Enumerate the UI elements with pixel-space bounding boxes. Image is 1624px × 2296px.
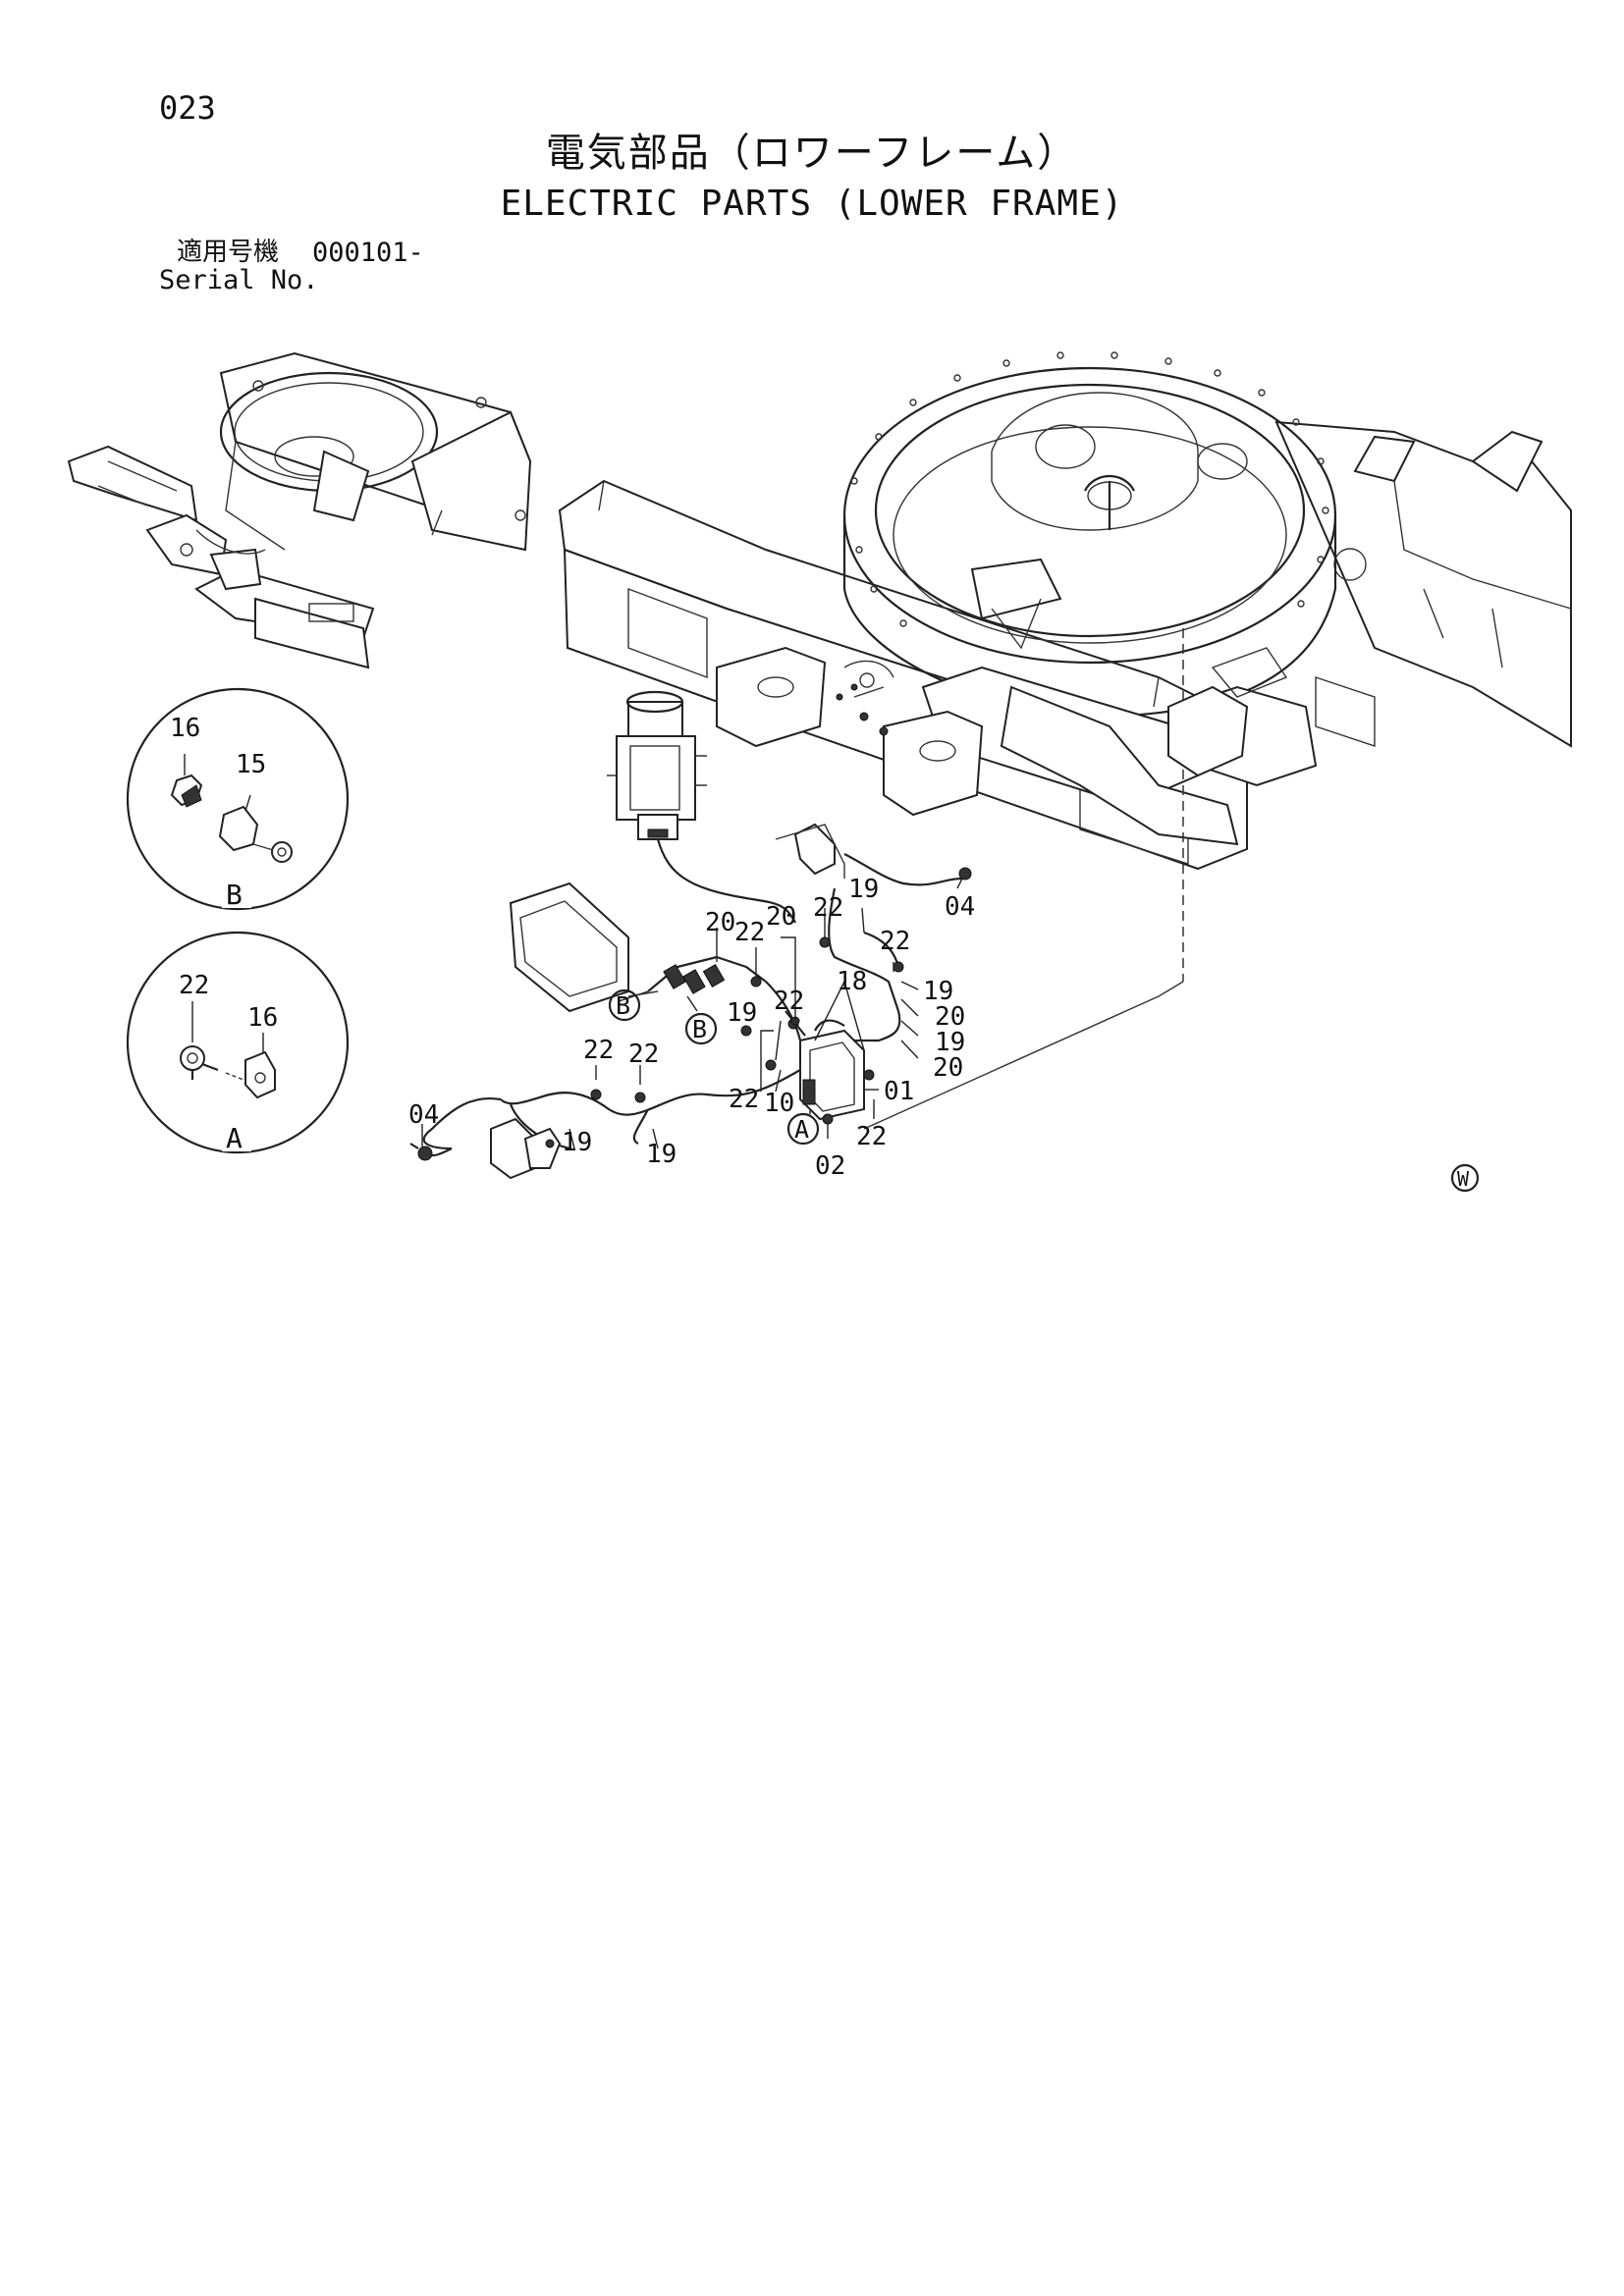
marker-b: B: [692, 1015, 707, 1043]
callout-19: 19: [935, 1028, 965, 1057]
callout-19: 19: [562, 1128, 592, 1157]
callout-a-22: 22: [179, 971, 209, 1000]
detail-a: 22 16 A: [126, 931, 350, 1154]
callout-22: 22: [856, 1122, 887, 1151]
marker-a: A: [794, 1115, 809, 1144]
overview-frame-drawing: [67, 351, 532, 669]
callout-04-left: 04: [408, 1100, 439, 1130]
serial-label-japanese: 適用号機: [177, 238, 280, 267]
callout-22: 22: [880, 927, 910, 956]
callout-02: 02: [815, 1151, 845, 1181]
callout-19: 19: [727, 998, 757, 1028]
title-english: ELECTRIC PARTS (LOWER FRAME): [500, 184, 1124, 224]
callout-20: 20: [705, 908, 735, 937]
callout-b-16: 16: [170, 714, 200, 743]
callout-19: 19: [848, 875, 879, 904]
callout-leaders: [421, 878, 963, 1149]
detail-b: 16 15 B: [126, 687, 350, 911]
page-number: 023: [159, 89, 216, 127]
callout-b-15: 15: [236, 750, 266, 779]
callout-22: 22: [583, 1036, 614, 1065]
center-joint-drawing: [607, 690, 707, 840]
watermark-w: W: [1450, 1163, 1480, 1193]
callout-22: 22: [813, 893, 843, 923]
detail-b-label: B: [226, 879, 243, 911]
lower-frame-drawing: [558, 351, 1572, 1130]
callout-19: 19: [646, 1140, 677, 1169]
serial-number-value: 000101-: [312, 238, 424, 268]
callout-labels: 04 22 19 20 22 20 22 18 22 19 19 20 19 2…: [408, 875, 975, 1181]
callout-10: 10: [764, 1089, 794, 1118]
callout-22: 22: [628, 1040, 659, 1069]
callout-20: 20: [766, 902, 796, 932]
callout-19: 19: [923, 977, 953, 1006]
watermark-letter: W: [1457, 1167, 1470, 1191]
callout-20: 20: [935, 1002, 965, 1032]
title-japanese: 電気部品（ロワーフレーム）: [545, 131, 1079, 176]
callout-22: 22: [734, 918, 765, 947]
callout-22: 22: [774, 987, 804, 1016]
wiring-harness-drawing: [409, 823, 972, 1180]
detail-a-label: A: [226, 1122, 243, 1154]
callout-22: 22: [729, 1085, 759, 1114]
marker-b: B: [616, 991, 630, 1020]
callout-18: 18: [837, 967, 867, 996]
callout-04-right: 04: [945, 892, 975, 922]
callout-01: 01: [884, 1077, 914, 1106]
serial-label-english: Serial No.: [159, 265, 319, 295]
callout-a-16: 16: [247, 1003, 278, 1033]
callout-20: 20: [933, 1053, 963, 1083]
